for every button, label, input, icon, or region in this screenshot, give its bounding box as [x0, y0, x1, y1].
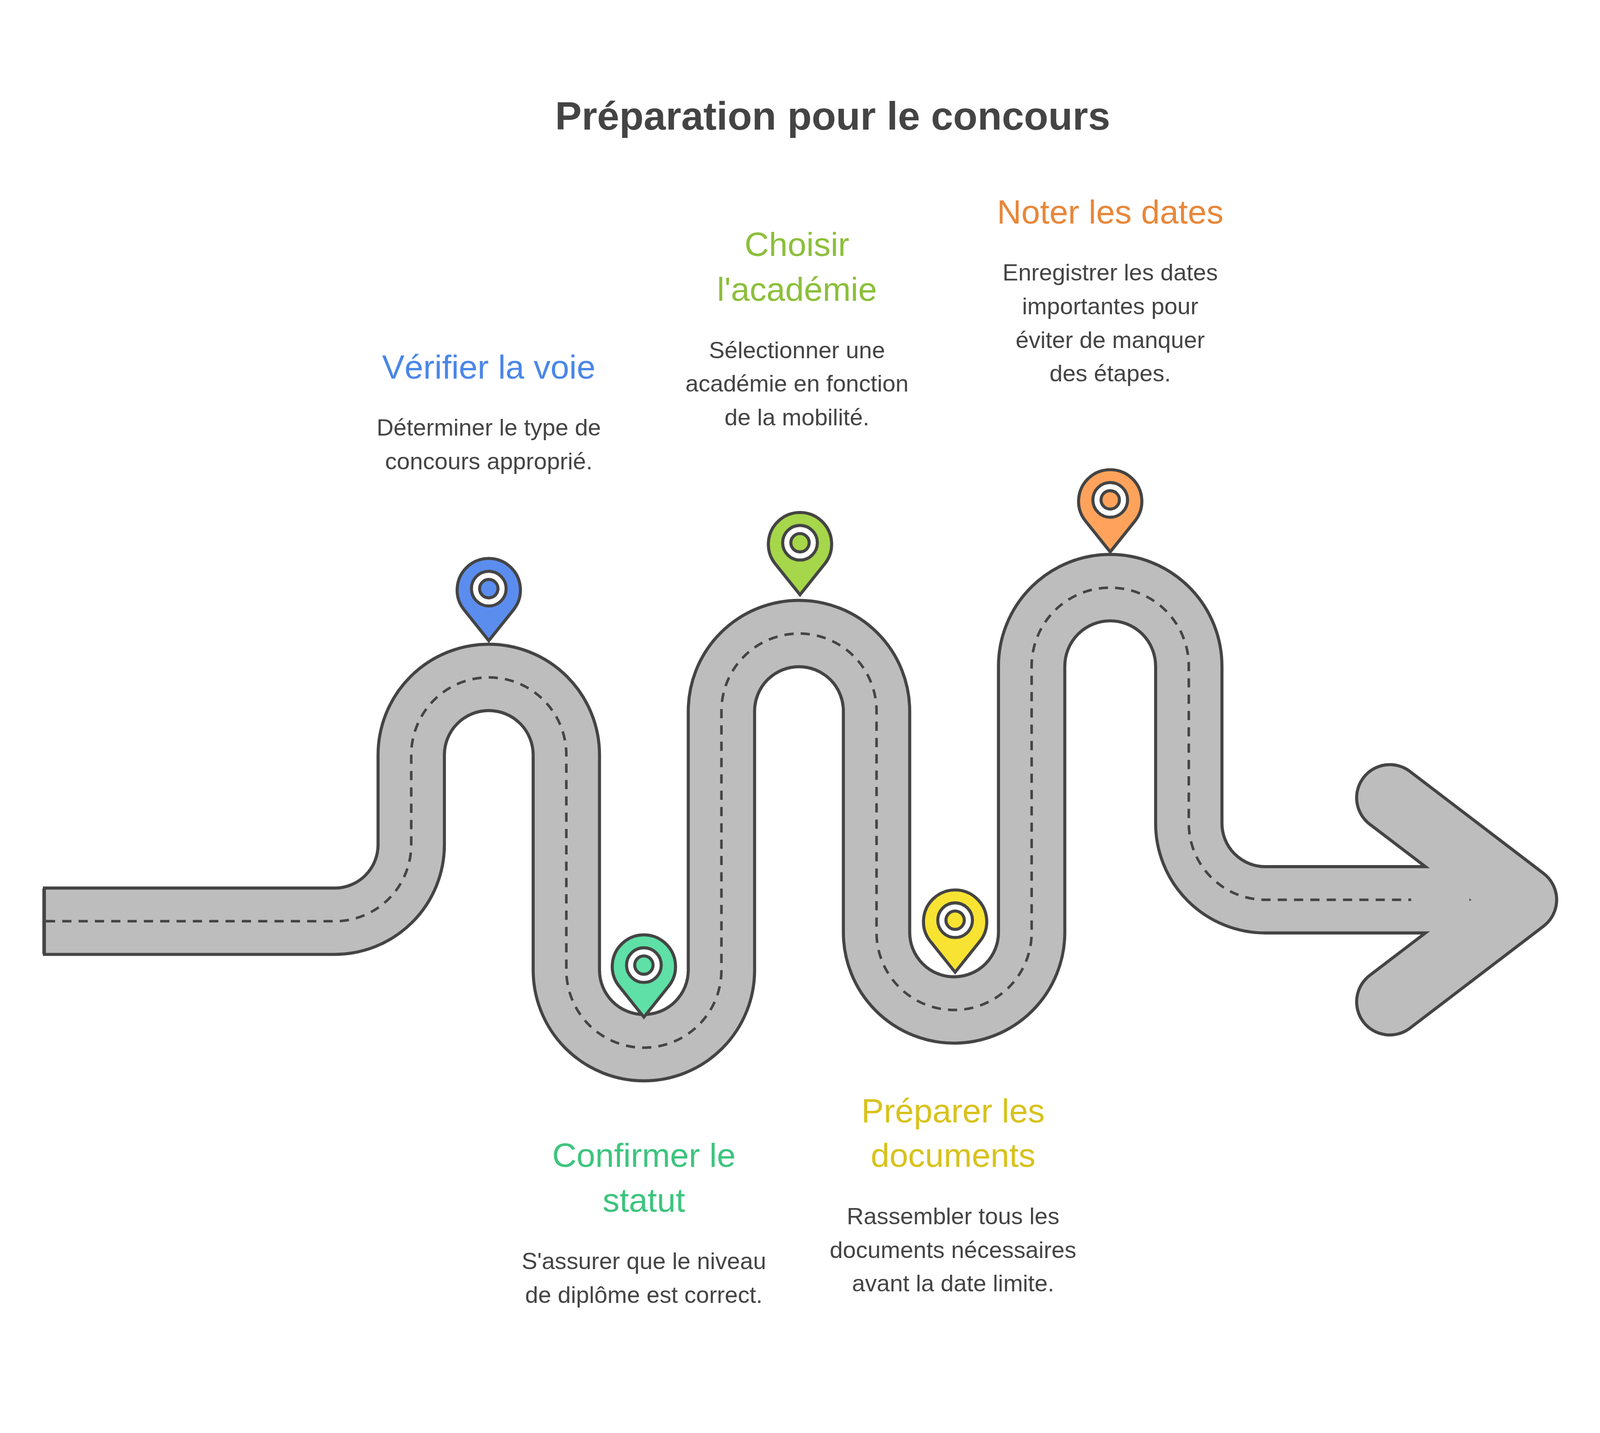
step-description: Enregistrer les dates importantes pour é… [1000, 256, 1220, 391]
step-heading: Préparer les documents [845, 1088, 1061, 1179]
step-heading: Vérifier la voie [335, 344, 642, 390]
step-heading: Choisir l'académie [694, 222, 900, 313]
map-pin [1078, 469, 1143, 553]
step-heading: Noter les dates [956, 189, 1263, 235]
step-description: Rassembler tous les documents nécessaire… [815, 1200, 1091, 1301]
roadmap-step: Préparer les documentsRassembler tous le… [815, 1088, 1091, 1301]
map-pin [456, 558, 521, 641]
map-pin [923, 890, 988, 973]
roadmap-step: Choisir l'académieSélectionner une acadé… [679, 222, 915, 435]
roadmap-step: Vérifier la voieDéterminer le type de co… [335, 344, 642, 479]
map-pin [768, 512, 832, 595]
diagram-title: Préparation pour le concours [32, 89, 1600, 144]
step-description: S'assurer que le niveau de diplôme est c… [521, 1244, 767, 1313]
step-heading: Confirmer le statut [536, 1133, 751, 1224]
map-pin [612, 935, 676, 1018]
roadmap-step: Noter les datesEnregistrer les dates imp… [956, 189, 1263, 391]
roadmap-step: Confirmer le statutS'assurer que le nive… [521, 1133, 767, 1313]
step-description: Déterminer le type de concours approprié… [366, 411, 612, 479]
step-description: Sélectionner une académie en fonction de… [679, 333, 915, 435]
